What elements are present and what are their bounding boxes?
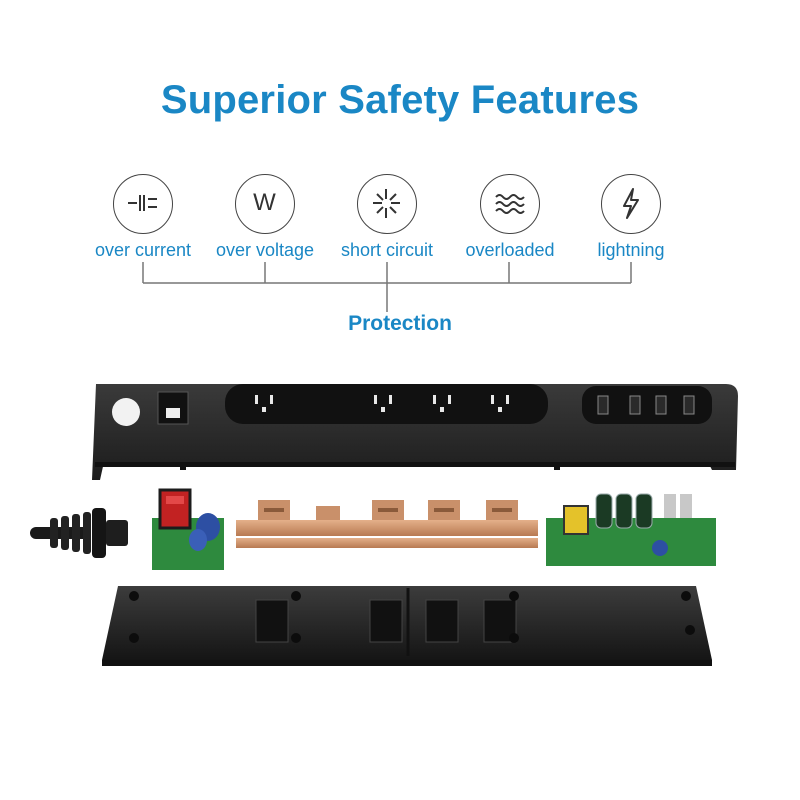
bottom-housing bbox=[102, 586, 712, 666]
connector-lines bbox=[142, 262, 632, 312]
feature-lightning: lightning bbox=[566, 174, 696, 261]
feature-overloaded: overloaded bbox=[445, 174, 575, 261]
feature-label: over voltage bbox=[215, 240, 315, 260]
voltage-glyph: W bbox=[253, 189, 276, 216]
top-housing bbox=[92, 384, 738, 480]
power-strip-exploded-view bbox=[30, 384, 738, 666]
over-current-icon bbox=[113, 174, 173, 234]
page-title: Superior Safety Features bbox=[160, 78, 640, 122]
over-voltage-icon: W bbox=[235, 174, 295, 234]
feature-label: short circuit bbox=[340, 240, 434, 260]
feature-over-current: over current bbox=[78, 174, 208, 261]
power-switch bbox=[157, 391, 189, 425]
lightning-icon bbox=[601, 174, 661, 234]
feature-over-voltage: W over voltage bbox=[200, 174, 330, 261]
usb-board bbox=[546, 493, 716, 566]
feature-label: over current bbox=[94, 240, 192, 260]
switch-board bbox=[152, 488, 224, 570]
usb-panel bbox=[582, 386, 712, 424]
power-cord bbox=[30, 508, 128, 558]
copper-bus-bar bbox=[236, 500, 538, 548]
short-circuit-icon bbox=[357, 174, 417, 234]
ac-outlets bbox=[255, 395, 509, 412]
feature-label: overloaded bbox=[465, 240, 555, 260]
feature-short-circuit: short circuit bbox=[322, 174, 452, 261]
overloaded-icon bbox=[480, 174, 540, 234]
feature-label: lightning bbox=[597, 240, 665, 260]
outlet-panel bbox=[225, 384, 548, 424]
brand-logo bbox=[112, 398, 140, 426]
protection-label: Protection bbox=[348, 312, 452, 335]
usb-ports bbox=[597, 395, 695, 415]
